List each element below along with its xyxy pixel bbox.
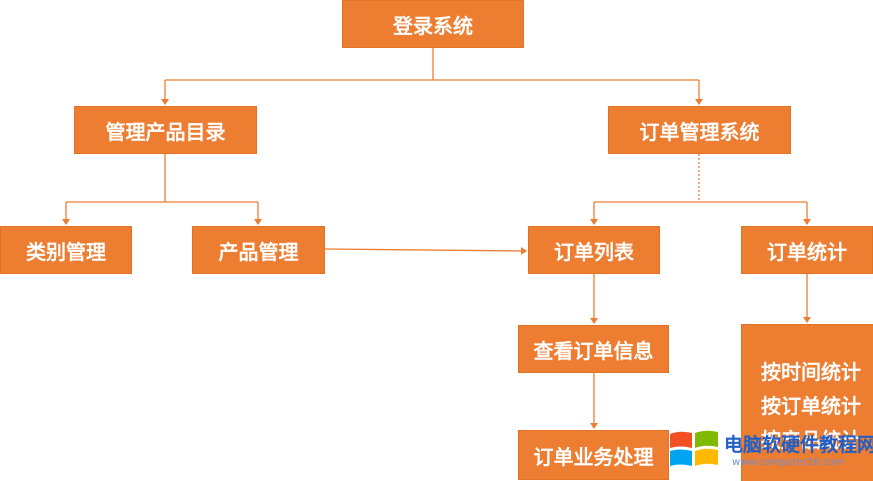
node-statistics-methods: 按时间统计 按订单统计 按产品统计 [741, 324, 873, 481]
node-order-processing: 订单业务处理 [518, 430, 669, 480]
watermark-brand: 电脑软硬件教程网 [724, 434, 873, 456]
stat-by-product: 按产品统计 [761, 428, 861, 452]
node-view-order-info: 查看订单信息 [518, 325, 669, 373]
node-product-catalog: 管理产品目录 [74, 106, 257, 154]
watermark: 电脑软硬件教程网 www.computer26.com [668, 424, 873, 476]
stat-by-order: 按订单统计 [761, 394, 861, 418]
stat-by-time: 按时间统计 [761, 360, 861, 384]
windows-logo-icon [670, 430, 718, 466]
watermark-url: www.computer26.com [732, 457, 845, 468]
node-category-management: 类别管理 [0, 226, 132, 274]
node-order-statistics: 订单统计 [741, 226, 873, 274]
arrow-product-to-list [324, 246, 527, 255]
node-order-management-system: 订单管理系统 [608, 106, 791, 154]
node-order-list: 订单列表 [528, 226, 660, 274]
node-product-management: 产品管理 [192, 226, 325, 274]
node-login-system: 登录系统 [342, 0, 524, 48]
